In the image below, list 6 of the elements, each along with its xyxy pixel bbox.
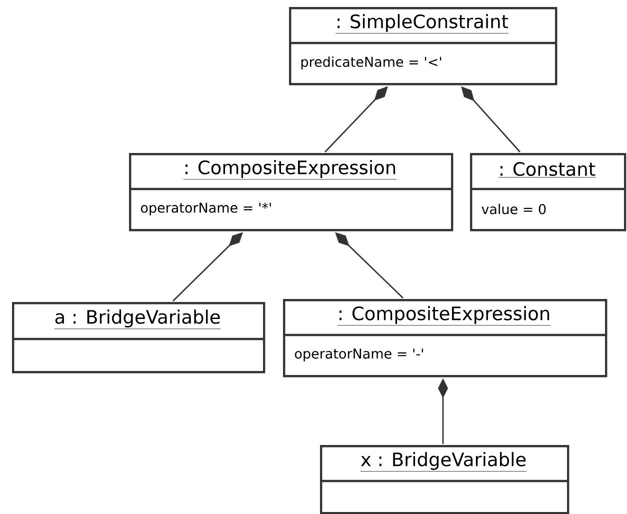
object-box: a : BridgeVariable [12,302,266,374]
object-box: : Constant value = 0 [470,153,626,232]
object-box: : CompositeExpression operatorName = '*' [129,153,454,232]
object-box: : SimpleConstraint predicateName = '<' [289,7,558,86]
object-box: : CompositeExpression operatorName = '-' [283,299,608,378]
object-box: x : BridgeVariable [320,445,570,514]
